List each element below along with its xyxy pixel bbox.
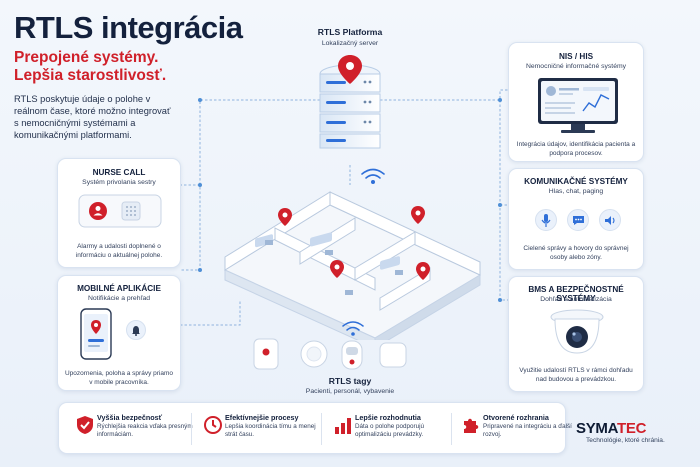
comm-title: KOMUNIKAČNÉ SYSTÉMY — [524, 177, 628, 186]
benefit-item-open-interfaces: Otvorené rozhrania Pripravené na integrá… — [459, 403, 572, 455]
comm-desc: Cielené správy a hovory do správnej osob… — [523, 245, 629, 261]
nis-title: NIS / HIS — [558, 52, 594, 61]
nurse-call-subtitle: Systém privolania sestry — [82, 179, 156, 186]
nurse-call-panel-icon — [78, 194, 162, 228]
bms-security-card: BMS A BEZPEČNOSTNÉ SYSTÉMY Dohľad a auto… — [508, 276, 644, 392]
hospital-floorplan-illustration — [223, 191, 482, 340]
nurse-call-title: NURSE CALL — [92, 168, 146, 177]
mobile-desc: Upozornenia, poloha a správy priamo v mo… — [64, 370, 174, 386]
chat-bubble-icon — [567, 209, 589, 231]
puzzle-piece-icon — [464, 418, 479, 433]
shield-check-icon — [77, 416, 93, 434]
nis-desc: Integrácia údajov, identifikácia pacient… — [516, 141, 636, 157]
wifi-signal-icon — [342, 321, 364, 336]
divider — [451, 413, 452, 445]
benefit-item-efficiency: Efektívnejšie procesy Lepšia koordinácia… — [201, 403, 321, 455]
brand-name-part: SYMA — [576, 420, 618, 437]
benefit-desc: Pripravené na integráciu a ďalší rozvoj. — [483, 423, 572, 438]
bms-subtitle: Dohľad a automatizácia — [540, 296, 612, 303]
microphone-icon — [535, 209, 557, 231]
platform-title: RTLS Platforma — [317, 27, 383, 37]
divider — [321, 413, 322, 445]
bar-chart-icon — [335, 418, 351, 434]
divider — [191, 413, 192, 445]
communication-systems-card: KOMUNIKAČNÉ SYSTÉMY Hlas, chat, paging C… — [508, 168, 644, 270]
intro-text: RTLS poskytuje údaje o polohe v reálnom … — [14, 94, 171, 140]
tags-title: RTLS tagy — [328, 376, 372, 386]
nurse-call-card: NURSE CALL Systém privolania sestry Alar… — [57, 158, 181, 268]
benefits-bar: Vyššia bezpečnosť Rýchlejšia reakcia vďa… — [58, 402, 572, 455]
page-title: RTLS integrácia — [14, 10, 243, 45]
bell-icon — [126, 320, 146, 340]
clock-icon — [204, 416, 222, 434]
comm-subtitle: Hlas, chat, paging — [548, 188, 604, 195]
benefit-item-decisions: Lepšie rozhodnutia Dáta o polohe podporu… — [331, 403, 451, 455]
benefit-title: Lepšie rozhodnutia — [355, 413, 421, 422]
subtitle-line-1: Prepojené systémy. — [14, 49, 159, 66]
subtitle-line-2: Lepšia starostlivosť. — [14, 67, 167, 84]
wifi-signal-icon — [361, 168, 385, 184]
brand-logo: SYMATEC — [576, 420, 646, 437]
benefit-title: Vyššia bezpečnosť — [97, 413, 163, 422]
platform-subtitle: Lokalizačný server — [321, 40, 379, 47]
mobile-apps-card: MOBILNÉ APLIKÁCIE Notifikácie a prehľad … — [57, 275, 181, 391]
nis-his-card: NIS / HIS Nemocničné informačné systémy … — [508, 42, 644, 162]
nurse-call-desc: Alarmy a udalosti doplnené o informáciu … — [75, 243, 163, 259]
benefit-item-safety: Vyššia bezpečnosť Rýchlejšia reakcia vďa… — [73, 403, 193, 455]
brand-tagline: Technológie, ktoré chránia. — [586, 437, 665, 444]
nis-subtitle: Nemocničné informačné systémy — [525, 63, 627, 70]
rtls-tags-devices — [253, 338, 407, 370]
benefit-desc: Dáta o polohe podporujú optimalizáciu pr… — [355, 423, 424, 438]
benefit-title: Efektívnejšie procesy — [225, 413, 299, 422]
bms-title: BMS A BEZPEČNOSTNÉ SYSTÉMY — [528, 285, 624, 303]
tags-subtitle: Pacienti, personál, vybavenie — [305, 388, 395, 395]
server-stack-icon — [319, 55, 381, 149]
bms-desc: Využitie udalostí RTLS v rámci dohľadu n… — [519, 367, 633, 383]
smartphone-icon — [80, 308, 112, 360]
benefit-desc: Lepšia koordinácia tímu a menej strát ča… — [225, 423, 316, 438]
dome-camera-icon — [550, 309, 604, 354]
speaker-icon — [599, 209, 621, 231]
benefit-desc: Rýchlejšia reakcia vďaka presným informá… — [97, 423, 193, 438]
benefit-title: Otvorené rozhrania — [483, 413, 549, 422]
mobile-title: MOBILNÉ APLIKÁCIE — [77, 284, 161, 293]
mobile-subtitle: Notifikácie a prehľad — [87, 295, 151, 302]
monitor-dashboard-icon — [538, 78, 618, 133]
brand-name-part: TEC — [617, 420, 647, 437]
